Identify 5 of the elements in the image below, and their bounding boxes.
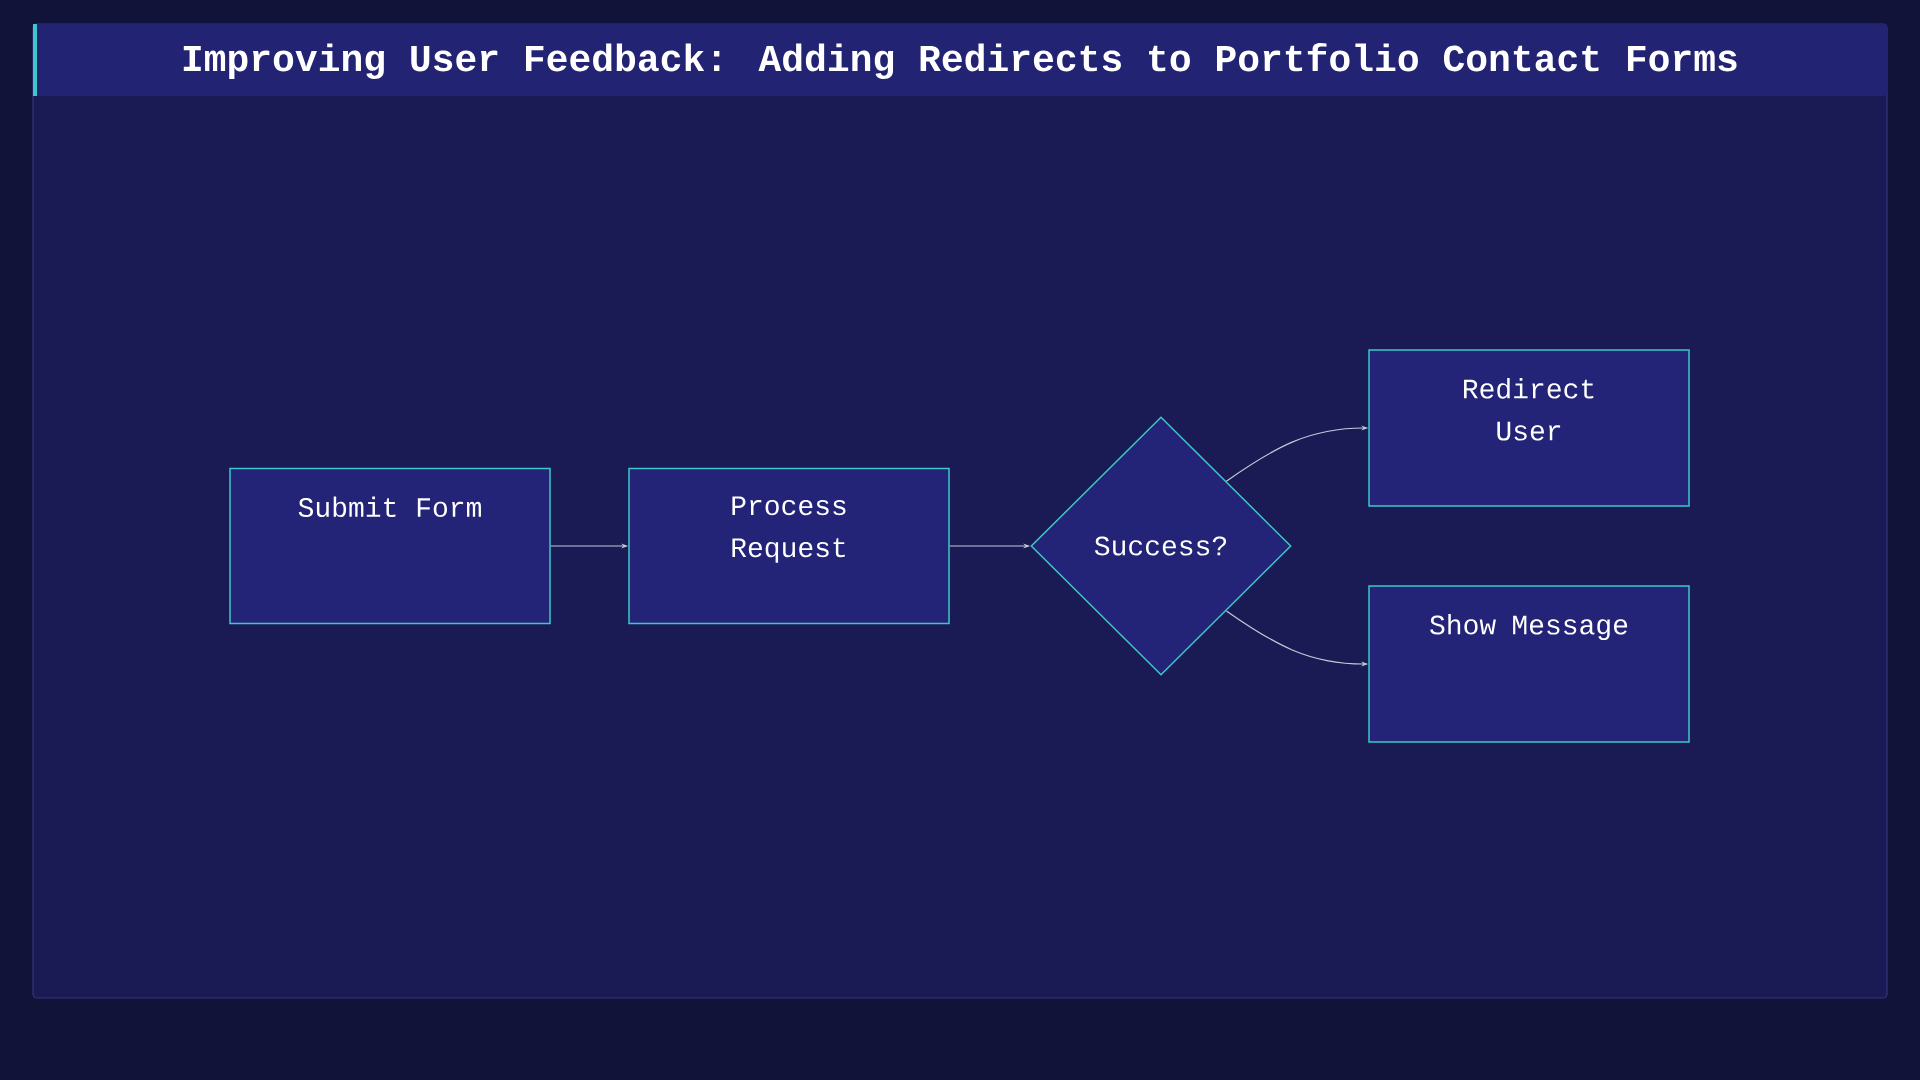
title: Improving User Feedback: Adding Redirects to Portfolio Contact Forms: [183, 42, 1737, 80]
process-box: Show Message: [1368, 585, 1690, 743]
process-box: Process Request: [628, 467, 950, 625]
process-box: Redirect User: [1368, 349, 1690, 507]
process-box: Submit Form: [229, 467, 551, 625]
